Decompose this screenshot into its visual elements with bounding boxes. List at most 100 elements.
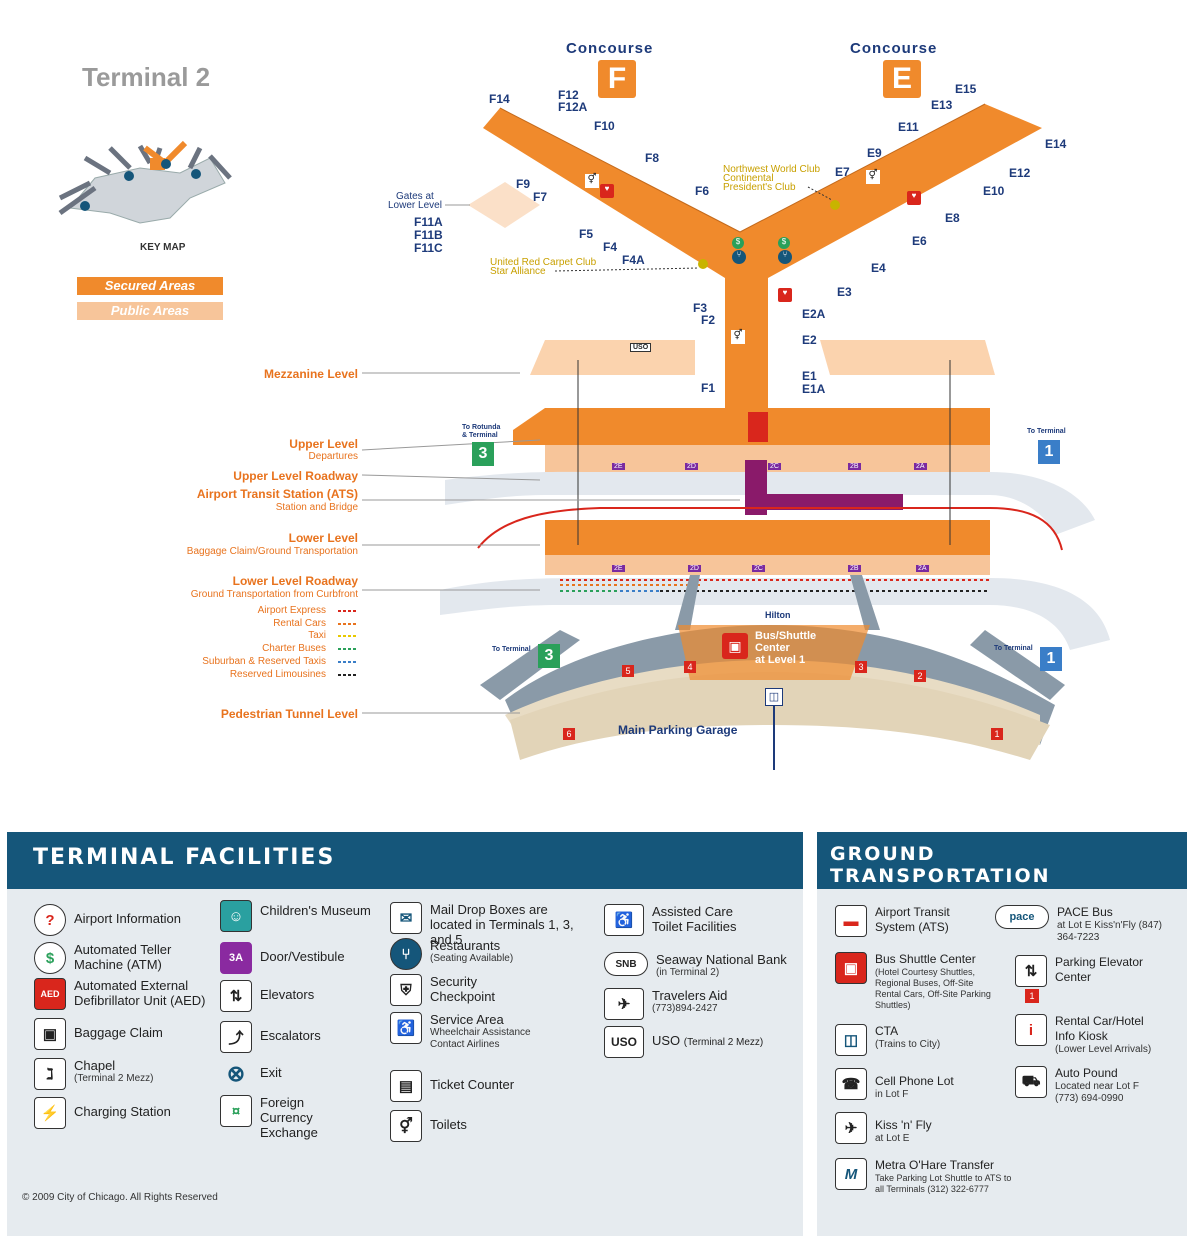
secured-areas-swatch: Secured Areas	[77, 277, 223, 295]
gate-f7: F7	[533, 190, 548, 204]
zone-2b-lower: 2B	[848, 565, 861, 572]
club-f-line2: Star Alliance	[490, 266, 546, 277]
concourse-e-word: Concourse	[850, 40, 938, 57]
gate-f14: F14	[489, 92, 510, 106]
restaurant-icon: ⑂	[390, 938, 422, 970]
security-icon: ⛨	[390, 974, 422, 1006]
service-area-icon: ♿	[390, 1012, 422, 1044]
gate-e11: E11	[898, 120, 919, 134]
club-e-line2: Continental	[723, 173, 774, 184]
ground-label: PACE Bus	[1057, 905, 1113, 919]
info-icon: ?	[34, 904, 66, 936]
gates-lower-line1: Gates at	[396, 191, 434, 202]
ats-sub: Station and Bridge	[275, 502, 358, 513]
main-parking-garage-label: Main Parking Garage	[618, 723, 738, 737]
facility-childrens-museum: ☺ Children's Museum	[220, 900, 371, 932]
lower-roadway-label: Lower Level Roadway	[232, 574, 358, 588]
to-terminal-garage-right: To Terminal	[994, 645, 1033, 652]
atm-icon: $	[34, 942, 66, 974]
gate-e10: E10	[983, 184, 1005, 198]
gates-lower-line2: Lower Level	[388, 200, 442, 211]
key-map-label: KEY MAP	[140, 242, 186, 253]
ground-sub: Take Parking Lot Shuttle to ATS to all T…	[875, 1173, 1012, 1194]
hilton-label: Hilton	[765, 610, 791, 620]
ground-sub: at Lot E	[875, 1133, 910, 1144]
facilities-header	[7, 832, 803, 889]
copyright: © 2009 City of Chicago. All Rights Reser…	[22, 1192, 218, 1203]
parking-elevator-number-badge: 1	[1025, 989, 1039, 1003]
gate-e14: E14	[1045, 137, 1067, 151]
zone-2e-lower: 2E	[612, 565, 625, 572]
charging-station-icon: ⚡	[34, 1097, 66, 1129]
childrens-museum-icon: ☺	[220, 900, 252, 932]
gate-e9: E9	[867, 146, 882, 160]
facility-mail-drop: ✉ Mail Drop Boxes are located in Termina…	[390, 902, 590, 947]
facility-sub: (Seating Available)	[430, 953, 514, 964]
lower-level-sub: Baggage Claim/Ground Transportation	[186, 546, 358, 557]
pace-bus-icon: pace	[995, 905, 1049, 929]
ats-label: Airport Transit Station (ATS)	[196, 487, 358, 501]
concourse-f-badge: F	[598, 60, 636, 98]
gate-f8: F8	[645, 151, 660, 165]
ground-sub: at Lot E Kiss'n'Fly (847) 364-7223	[1057, 920, 1162, 943]
facility-sub: (Terminal 2 Mezz)	[683, 1037, 764, 1048]
terminal-1-badge: 1	[1038, 440, 1060, 464]
key-map	[58, 140, 232, 224]
ground-cta: ◫ CTA(Trains to City)	[835, 1024, 940, 1056]
gate-f3: F3	[693, 301, 708, 315]
toilets-icon: ⚥	[585, 174, 599, 188]
facility-charging-station: ⚡ Charging Station	[34, 1097, 171, 1129]
public-areas-swatch: Public Areas	[77, 302, 223, 320]
uso-icon: USO	[604, 1026, 644, 1058]
parking-elevator-6: 6	[563, 728, 575, 740]
ground-label: CTA	[875, 1024, 899, 1038]
bus-shuttle-icon: ▣	[722, 633, 748, 659]
parking-elevator-4: 4	[684, 661, 696, 673]
ground-title-line1: GROUND	[830, 843, 936, 865]
to-rotunda-line2: & Terminal	[462, 432, 498, 439]
zone-2a: 2A	[914, 463, 927, 470]
atm-icon: $	[732, 237, 744, 249]
parking-elevator-2: 2	[914, 670, 926, 682]
tow-truck-icon: ⛟	[1015, 1066, 1047, 1098]
gate-e2a: E2A	[802, 307, 826, 321]
facility-label: Elevators	[260, 987, 315, 1002]
ground-label: Kiss 'n' Fly	[875, 1118, 932, 1132]
gate-e4: E4	[871, 261, 886, 275]
cta-icon: ◫	[835, 1024, 867, 1056]
parking-elevator-1: 1	[991, 728, 1003, 740]
aed-icon: ♥	[907, 191, 921, 205]
club-e-line1: Northwest World Club	[723, 164, 821, 175]
facility-sub: Wheelchair Assistance Contact Airlines	[430, 1027, 531, 1050]
facility-aed: AED Automated External Defibrillator Uni…	[34, 978, 214, 1010]
rental-kiosk-icon: i	[1015, 1014, 1047, 1046]
ground-sub: in Lot F	[875, 1089, 909, 1100]
facility-label: Children's Museum	[260, 903, 371, 918]
gate-f10: F10	[594, 119, 615, 133]
facility-travelers-aid: ✈ Travelers Aid(773)894-2427	[604, 988, 727, 1020]
gate-e1a: E1A	[802, 382, 826, 396]
gate-f5: F5	[579, 227, 594, 241]
club-f-line1: United Red Carpet Club	[490, 257, 597, 268]
bus-center-line1: Bus/Shuttle	[755, 630, 817, 642]
concourse-f-word: Concourse	[566, 40, 654, 57]
gate-f2: F2	[701, 313, 716, 327]
facility-label: Service Area	[430, 1012, 504, 1027]
ground-ats: ▬ Airport Transit System (ATS)	[835, 905, 975, 937]
uso-badge: USO	[630, 343, 652, 352]
zone-2d: 2D	[685, 463, 698, 470]
elevator-icon: ⇅	[220, 980, 252, 1012]
concourse-e-badge: E	[883, 60, 921, 98]
bus-center-line3: at Level 1	[755, 654, 806, 666]
facility-label: Automated External Defibrillator Unit (A…	[74, 978, 206, 1008]
facility-currency-exchange: ¤ Foreign Currency Exchange	[220, 1095, 360, 1140]
facility-label: Foreign Currency Exchange	[260, 1095, 318, 1140]
gate-f1: F1	[701, 381, 716, 395]
gate-f6: F6	[695, 184, 710, 198]
restaurant-icon: ⑂	[732, 250, 746, 264]
cta-icon: ◫	[765, 688, 783, 706]
facility-label: Mail Drop Boxes are located in Terminals…	[430, 902, 574, 947]
facility-label: Restaurants	[430, 938, 501, 953]
facility-label: Door/Vestibule	[260, 949, 345, 964]
